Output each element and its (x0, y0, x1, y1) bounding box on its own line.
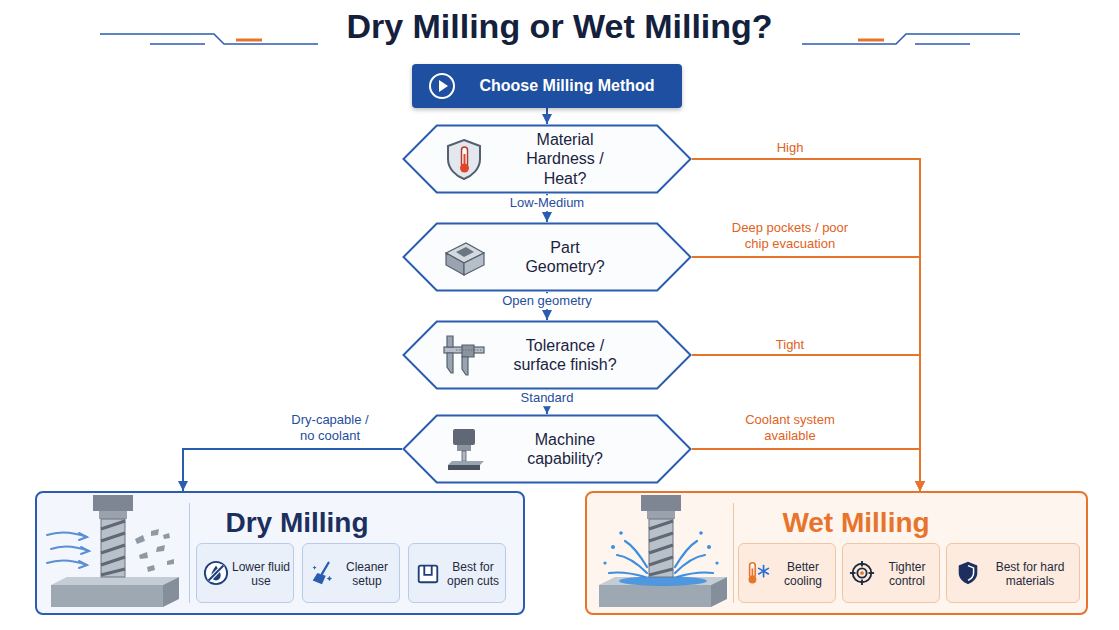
node-text: Better cooling (773, 560, 833, 589)
icon (849, 560, 875, 586)
diamond-shape (402, 320, 692, 390)
connector (546, 108, 548, 124)
start-button: Choose Milling Method (412, 64, 682, 108)
benefit-box: Better cooling (738, 543, 836, 603)
edge-label: Open geometry (499, 293, 595, 309)
edge-label: High (774, 140, 807, 156)
decision-diamond: Part Geometry? (402, 222, 692, 292)
divider (733, 503, 734, 603)
icon (591, 495, 731, 611)
node-text: Best for open cuts (443, 560, 503, 589)
icon (428, 72, 456, 100)
decision-diamond: Machine capability? (402, 414, 692, 484)
node-text: Cleaner setup (337, 560, 397, 589)
icon (745, 560, 771, 586)
edge-label: Dry-capable / no coolant (281, 412, 379, 443)
icon (43, 495, 183, 611)
node-text: Material Hardness / Heat? (503, 130, 627, 188)
node-text: Choose Milling Method (479, 76, 654, 95)
icon (442, 427, 486, 471)
node-text: Tighter control (877, 560, 937, 589)
connector (692, 257, 920, 491)
icon (309, 560, 335, 586)
icon (203, 560, 229, 586)
benefit-box: Tighter control (842, 543, 940, 603)
result-panel: Better cooling Tighter control Best for ha… (585, 491, 1088, 615)
diamond-outline (404, 224, 691, 291)
title: Dry Milling or Wet Milling? (0, 6, 1119, 47)
panel-title: Dry Milling (225, 506, 368, 540)
icon (442, 333, 486, 377)
result-panel: Lower fluid use Cleaner setup Best for ope… (35, 491, 525, 615)
icon (442, 137, 486, 181)
diamond-outline (404, 126, 691, 193)
node-text: Part Geometry? (517, 238, 613, 276)
node-text: Machine capability? (517, 430, 613, 468)
connector (692, 355, 920, 491)
icon (415, 560, 441, 586)
edge-label: Coolant system available (735, 412, 845, 443)
edge-label: Low-Medium (507, 195, 587, 211)
diamond-outline (404, 322, 691, 389)
icon (955, 560, 981, 586)
panel-title: Wet Milling (782, 506, 929, 540)
benefit-box: Best for hard materials (946, 543, 1080, 603)
connector (692, 449, 920, 491)
benefit-box: Best for open cuts (408, 543, 506, 603)
icon (442, 235, 486, 279)
connector (692, 159, 920, 491)
diamond-shape (402, 414, 692, 484)
edge-label: Standard (518, 390, 577, 406)
benefit-box: Lower fluid use (196, 543, 294, 603)
node-text: Lower fluid use (231, 560, 291, 589)
connector (183, 449, 402, 491)
node-text: Tolerance / surface finish? (503, 336, 627, 374)
decision-diamond: Tolerance / surface finish? (402, 320, 692, 390)
divider (189, 503, 190, 603)
node-text: Best for hard materials (985, 560, 1075, 589)
decision-diamond: Material Hardness / Heat? (402, 124, 692, 194)
edge-label: Deep pockets / poor chip evacuation (723, 220, 857, 251)
diamond-outline (404, 416, 691, 483)
edge-label: Tight (773, 337, 807, 353)
benefit-box: Cleaner setup (302, 543, 400, 603)
